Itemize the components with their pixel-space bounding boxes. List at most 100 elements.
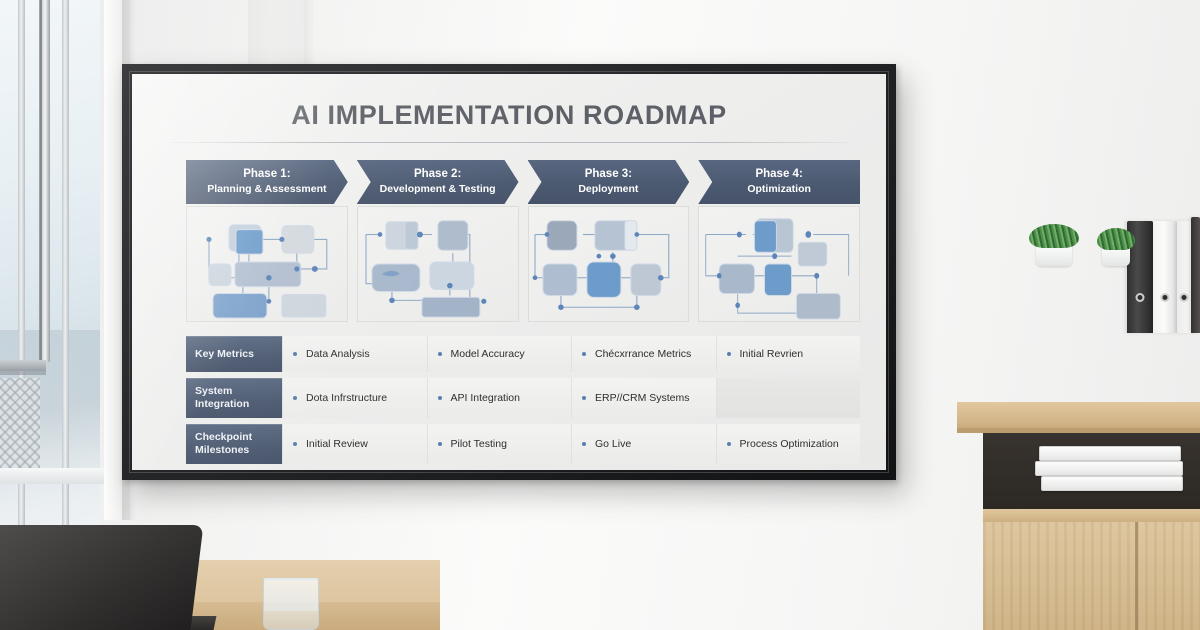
book — [1035, 461, 1183, 476]
book — [1041, 476, 1183, 491]
cell-text: Model Accuracy — [450, 348, 525, 360]
phase-name: Optimization — [747, 182, 811, 195]
phase-chevron-3[interactable]: Phase 3: Deployment — [528, 160, 690, 204]
window-frame-shadow — [39, 0, 42, 362]
diagram-panels — [186, 206, 860, 322]
row-cells: Initial Review Pilot Testing Go Live — [282, 424, 860, 464]
table-row: System Integration Dota Infrstructure AP… — [186, 378, 860, 418]
potted-plant — [1029, 220, 1079, 266]
table-cell[interactable]: Pilot Testing — [426, 424, 571, 464]
picture-frame: AI IMPLEMENTATION ROADMAP Phase 1: Plann… — [122, 64, 896, 480]
binder-ring-hole — [1135, 293, 1145, 302]
cell-text: Data Analysis — [306, 348, 370, 360]
phase-number: Phase 4: — [755, 168, 803, 181]
table-row: Checkpoint Milestones Initial Review Pil… — [186, 424, 860, 464]
table-cell-empty[interactable] — [715, 378, 860, 418]
metrics-table: Key Metrics Data Analysis Model Accuracy — [186, 336, 860, 464]
bullet-icon — [437, 442, 442, 446]
phase-chevron-4[interactable]: Phase 4: Optimization — [698, 160, 860, 204]
table-cell[interactable]: Process Optimization — [715, 424, 860, 464]
row-label-checkpoint-milestones: Checkpoint Milestones — [186, 424, 282, 464]
cabinet-door-gap — [1135, 522, 1138, 630]
cabinet-top-edge — [957, 428, 1200, 433]
row-label-line1: Checkpoint — [195, 431, 253, 444]
flowchart-panel-3 — [527, 206, 690, 322]
flowchart-icon — [532, 220, 669, 310]
window-mesh-panel — [0, 378, 40, 468]
flowchart-panel-2 — [356, 206, 519, 322]
window-rail — [0, 360, 46, 371]
cell-text: Chécxrrance Metrics — [595, 348, 692, 360]
row-cells: Dota Infrstructure API Integration ERP//… — [282, 378, 860, 418]
binder — [1153, 221, 1177, 333]
binder-ring-hole — [1179, 293, 1189, 302]
binder-ring-hole — [1160, 293, 1170, 302]
bullet-icon — [293, 396, 297, 400]
cabinet-top — [957, 402, 1200, 430]
bullet-icon — [726, 352, 731, 356]
phase-banner: Phase 1: Planning & Assessment Phase 2: … — [186, 160, 860, 204]
bullet-icon — [582, 442, 586, 446]
bullet-icon — [293, 442, 297, 446]
bullet-icon — [437, 352, 442, 356]
cell-text: Dota Infrstructure — [306, 392, 388, 404]
table-cell[interactable]: Data Analysis — [282, 336, 427, 372]
row-cells: Data Analysis Model Accuracy Chécxrrance… — [282, 336, 860, 372]
row-label-key-metrics: Key Metrics — [186, 336, 282, 372]
cabinet-shelf — [983, 509, 1200, 522]
flowchart-panel-1 — [186, 206, 348, 322]
binder — [1177, 221, 1191, 333]
window-mullion — [18, 0, 25, 560]
row-label-line2: Integration — [195, 398, 250, 410]
bullet-icon — [582, 352, 586, 356]
laptop-highlight — [0, 525, 204, 630]
phase-name: Planning & Assessment — [207, 182, 327, 195]
glass-liquid — [264, 611, 318, 629]
bullet-icon — [293, 352, 297, 356]
plant-leaves — [1097, 228, 1135, 250]
table-cell[interactable]: Initial Review — [282, 424, 427, 464]
bullet-icon — [582, 396, 586, 400]
table-cell[interactable]: Chécxrrance Metrics — [571, 336, 716, 372]
table-cell[interactable]: Model Accuracy — [426, 336, 571, 372]
table-cell[interactable]: API Integration — [426, 378, 571, 418]
phase-number: Phase 1: — [243, 168, 291, 181]
phase-name: Development & Testing — [379, 182, 496, 195]
row-label-line1: System — [195, 385, 233, 398]
phase-name: Deployment — [578, 182, 639, 195]
page-title: AI IMPLEMENTATION ROADMAP — [291, 100, 727, 130]
cell-text: Go Live — [595, 438, 632, 450]
phase-chevron-2[interactable]: Phase 2: Development & Testing — [357, 160, 519, 204]
title-divider — [170, 142, 848, 143]
potted-plant — [1097, 224, 1135, 266]
phase-number: Phase 3: — [584, 168, 633, 181]
flowchart-icon — [206, 224, 328, 319]
phase-number: Phase 2: — [413, 168, 462, 181]
row-label-line1: Key Metrics — [195, 347, 254, 360]
bullet-icon — [437, 396, 442, 400]
window-frame-edge — [40, 0, 50, 362]
cell-text: API Integration — [450, 392, 520, 404]
plant-pot — [1036, 244, 1072, 266]
table-cell[interactable]: Initial Revrien — [715, 336, 860, 372]
cell-text: Pilot Testing — [450, 438, 507, 450]
roadmap-poster: AI IMPLEMENTATION ROADMAP Phase 1: Plann… — [132, 74, 886, 470]
laptop-lid — [0, 525, 204, 630]
plant-pot — [1102, 246, 1130, 266]
window-mullion — [62, 0, 69, 560]
plant-leaves — [1029, 224, 1079, 248]
phase-chevron-1[interactable]: Phase 1: Planning & Assessment — [186, 160, 348, 204]
binder — [1191, 217, 1200, 333]
table-cell[interactable]: ERP//CRM Systems — [571, 378, 716, 418]
table-cell[interactable]: Go Live — [571, 424, 716, 464]
flowchart-icon — [705, 218, 850, 320]
cell-text: ERP//CRM Systems — [595, 392, 690, 404]
binder — [1127, 221, 1153, 333]
row-label-line2: Milestones — [195, 444, 250, 456]
table-row: Key Metrics Data Analysis Model Accuracy — [186, 336, 860, 372]
water-glass — [263, 578, 319, 630]
table-cell[interactable]: Dota Infrstructure — [282, 378, 427, 418]
cabinet-doors — [983, 522, 1200, 630]
bullet-icon — [726, 442, 731, 446]
